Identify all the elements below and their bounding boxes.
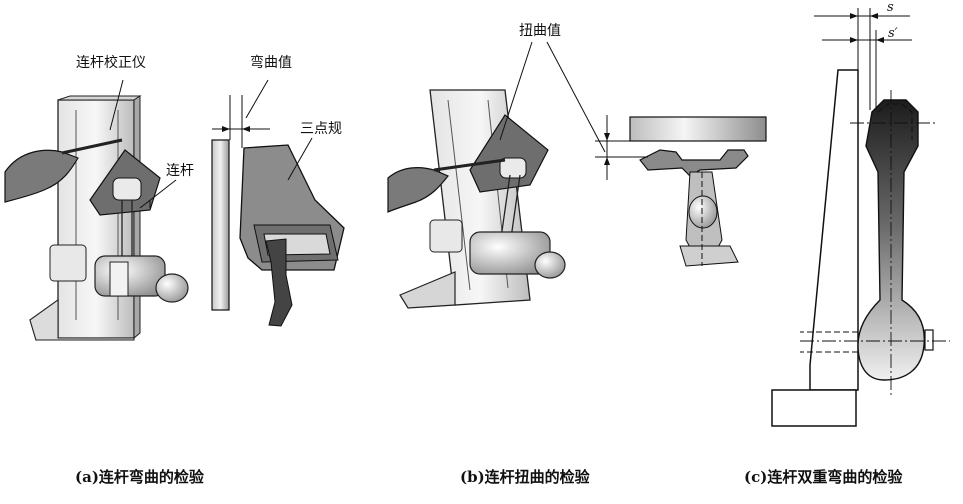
double-bend-fixture xyxy=(771,69,934,427)
hand-illustration xyxy=(4,138,123,203)
panel-a-drawing xyxy=(4,79,345,341)
label-connecting-rod: 连杆 xyxy=(166,163,194,179)
s-dimensions xyxy=(814,8,912,110)
double-bend-rod xyxy=(800,90,950,395)
label-three-point-gauge: 三点规 xyxy=(300,121,342,137)
panel-b-drawing xyxy=(387,41,767,309)
three-point-gauge-detail xyxy=(211,139,345,327)
mandrel xyxy=(94,255,189,303)
caption-c: (c)连杆双重弯曲的检验 xyxy=(744,468,903,486)
twist-detail xyxy=(629,116,767,267)
label-bend-value: 弯曲值 xyxy=(250,55,292,71)
twist-value-dimension xyxy=(595,115,648,180)
panel-c-drawing xyxy=(771,8,950,427)
label-s: s xyxy=(887,0,894,15)
caption-a: (a)连杆弯曲的检验 xyxy=(75,468,204,486)
calibrator-column xyxy=(29,95,142,341)
label-calibrator: 连杆校正仪 xyxy=(76,55,146,71)
label-s-prime: s′ xyxy=(888,26,898,41)
gauge-head-b xyxy=(469,114,549,193)
gauge-head xyxy=(89,149,161,216)
caption-b: (b)连杆扭曲的检验 xyxy=(460,468,590,486)
hand-illustration-b xyxy=(387,158,506,213)
label-twist-value: 扭曲值 xyxy=(519,23,561,39)
mandrel-b xyxy=(469,231,566,279)
bend-value-dimension xyxy=(212,79,270,148)
